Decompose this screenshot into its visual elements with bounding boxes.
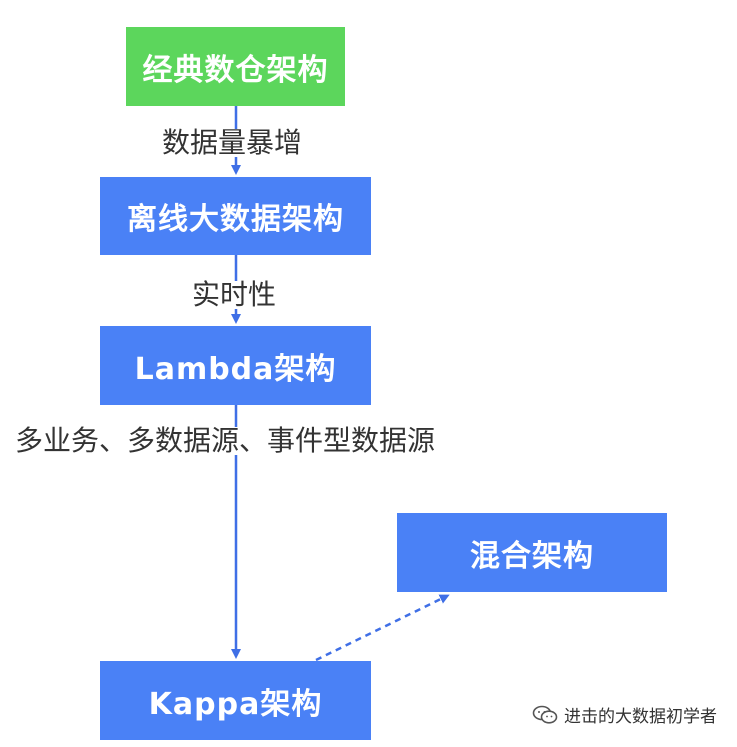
wechat-icon: [532, 705, 558, 724]
node-lambda: Lambda架构: [100, 326, 371, 405]
node-hybrid: 混合架构: [397, 513, 667, 592]
edge-label-text: 数据量暴增: [162, 126, 303, 159]
edge-label-multi-source: 多业务、多数据源、事件型数据源: [15, 424, 436, 457]
node-kappa: Kappa架构: [100, 661, 371, 740]
arrow-kappa-to-hybrid: [315, 594, 450, 662]
node-label: 经典数仓架构: [142, 52, 329, 88]
edge-label-realtime: 实时性: [192, 278, 277, 311]
node-label: 混合架构: [470, 538, 594, 574]
node-label: Lambda架构: [134, 351, 337, 387]
watermark: 进击的大数据初学者: [532, 702, 717, 727]
node-label: Kappa架构: [148, 686, 323, 722]
edge-label-data-growth: 数据量暴增: [162, 126, 303, 159]
node-label: 离线大数据架构: [127, 202, 344, 237]
watermark-text: 进击的大数据初学者: [564, 707, 717, 727]
edge-label-text: 多业务、多数据源、事件型数据源: [15, 424, 436, 457]
edge-label-text: 实时性: [192, 278, 277, 311]
node-offline-bigdata: 离线大数据架构: [100, 177, 371, 255]
node-classic-warehouse: 经典数仓架构: [126, 27, 345, 106]
